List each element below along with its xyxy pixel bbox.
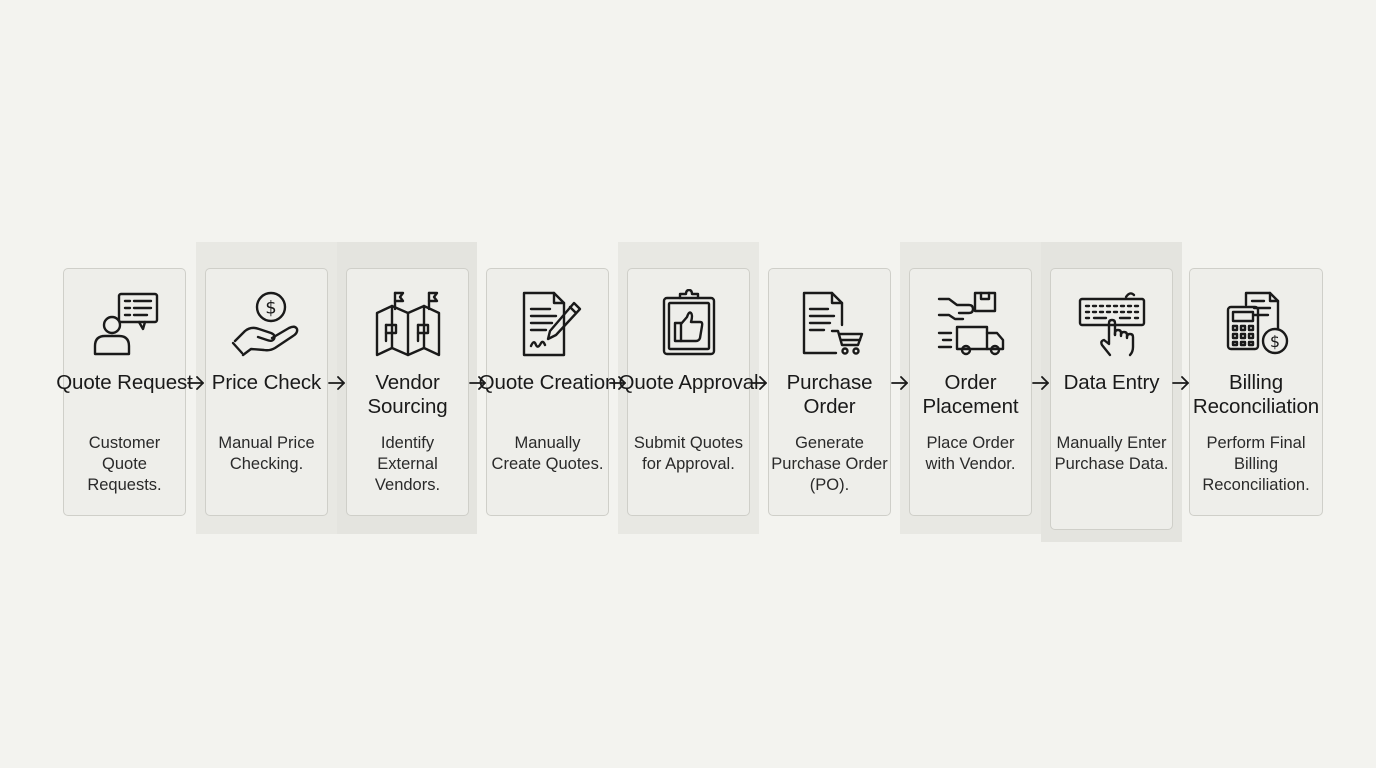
step-card-billing-reconciliation: $ Billing Reconciliation Perform Final B… [1189,268,1323,516]
step-card-price-check: $ Price Check Manual Price Checking. [205,268,328,516]
arrow-right-icon [186,374,206,392]
clipboard-thumbs-up-icon [628,289,749,359]
step-card-quote-request: Quote Request Customer Quote Requests. [56,268,193,516]
step-card-data-entry: Data Entry Manually Enter Purchase Data. [1050,268,1173,530]
step-title: Billing Reconciliation [1192,371,1320,418]
step-description: Customer Quote Requests. [87,434,162,494]
step-title: Purchase Order [786,371,873,418]
map-flags-icon [347,289,468,359]
step-card-vendor-sourcing: Vendor Sourcing Identify External Vendor… [346,268,469,516]
step-card-purchase-order: Purchase Order Generate Purchase Order (… [768,268,891,516]
svg-text:$: $ [1270,332,1280,351]
step-card-order-placement: Order Placement Place Order with Vendor. [909,268,1032,516]
step-card-quote-approval: Quote Approval Submit Quotes for Approva… [619,268,759,516]
document-pen-icon [487,289,608,359]
hand-dollar-icon: $ [206,289,327,359]
step-description: Manual Price Checking. [218,434,315,473]
step-title: Quote Approval [618,371,759,394]
step-description: Manually Enter Purchase Data. [1054,434,1169,473]
step-title: Vendor Sourcing [367,371,448,418]
step-description: Identify External Vendors. [374,434,441,494]
step-title: Quote Creation [478,371,617,394]
keyboard-hand-icon [1051,289,1172,359]
arrow-right-icon [1171,374,1191,392]
step-title: Order Placement [922,371,1019,418]
step-description: Place Order with Vendor. [925,434,1016,473]
arrow-right-icon [468,374,488,392]
step-card-quote-creation: Quote Creation Manually Create Quotes. [479,268,616,516]
step-description: Submit Quotes for Approval. [633,434,744,473]
step-title: Data Entry [1063,371,1160,394]
arrow-right-icon [608,374,628,392]
calculator-invoice-icon: $ [1190,289,1322,359]
document-cart-icon [769,289,890,359]
step-title: Quote Request [56,371,193,394]
arrow-right-icon [1031,374,1051,392]
customer-chat-icon [64,289,185,359]
arrow-right-icon [749,374,769,392]
step-description: Manually Create Quotes. [491,434,604,473]
step-title: Price Check [211,371,322,394]
svg-text:$: $ [265,298,276,319]
delivery-truck-icon [910,289,1031,359]
step-description: Perform Final Billing Reconciliation. [1202,434,1310,494]
arrow-right-icon [890,374,910,392]
arrow-right-icon [327,374,347,392]
step-description: Generate Purchase Order (PO). [771,434,888,494]
